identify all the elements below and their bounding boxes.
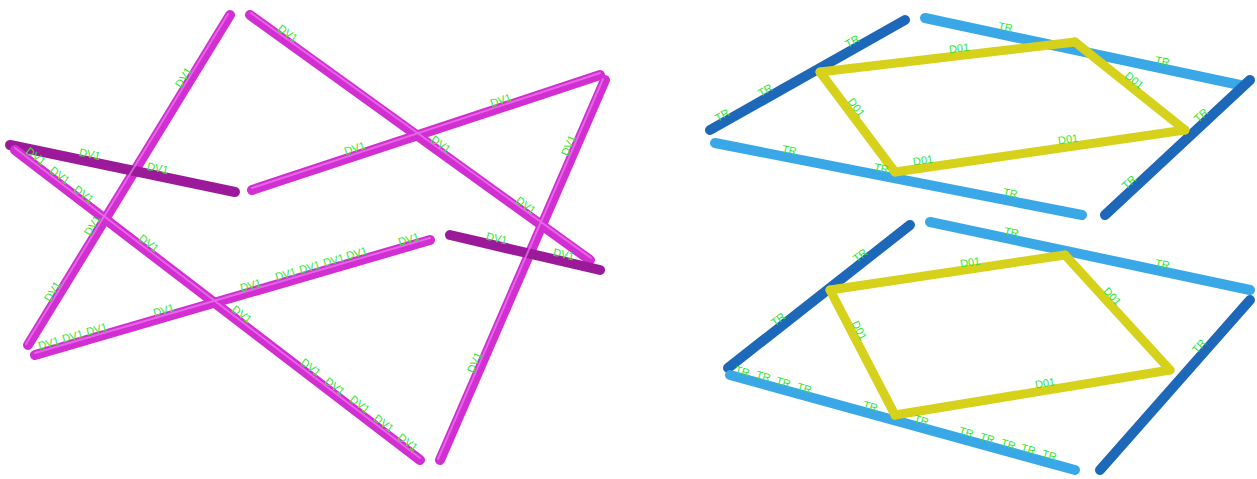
member-label: DV1 [396,431,420,453]
member-label: DV1 [552,247,575,263]
tube-member [10,15,605,460]
member-label: TR [958,426,975,441]
member-label: DV1 [345,246,369,263]
member-label: TR [775,375,792,390]
member-label: TR [1154,257,1171,271]
member-label: DV1 [485,231,508,247]
member-label: TR [979,431,996,446]
member-label: TR [756,82,774,99]
member-label: TR [873,162,890,176]
member-label: DV1 [466,350,485,374]
member-label: DV1 [488,92,512,109]
tube-member [710,18,1250,215]
member-label: DV1 [323,375,347,397]
member-label: TR [913,413,930,428]
member-label: DV1 [514,195,538,216]
member-label: TR [796,381,813,396]
member-label: DV1 [152,302,176,319]
member-label: TR [1120,174,1138,192]
member-label: TR [734,364,751,379]
member-label: TR [754,370,771,385]
member-label: TR [1041,448,1058,463]
member-label: DV1 [396,231,420,248]
member-label: DV1 [238,277,262,294]
member-label: TR [1193,106,1211,124]
member-label: DV1 [299,357,323,379]
member-label: TR [999,437,1016,452]
member-label: D01 [1057,133,1079,147]
member-label: TR [713,107,731,124]
member-label: DV1 [276,23,300,44]
member-label: DV1 [137,233,161,255]
member-label: DV1 [79,147,102,162]
tube-highlight [15,13,603,459]
member-label: D01 [949,42,970,55]
member-label: DV1 [429,133,453,154]
member-label: DV1 [274,266,298,283]
member-label: DV1 [82,214,103,238]
member-label: DV1 [342,140,366,157]
member-label: TR [1154,54,1171,68]
member-label: D01 [912,154,934,168]
member-label: TR [997,21,1014,35]
member-label: TR [861,399,878,414]
member-label: TR [781,144,798,158]
member-label: TR [1003,225,1020,239]
member-label: DV1 [348,394,372,416]
tube-member [728,222,1250,470]
member-label: D01 [845,96,866,119]
member-label: TR [1020,443,1037,458]
member-label: TR [851,246,869,264]
member-label: TR [1191,337,1209,355]
member-label: DV1 [321,253,345,270]
member-label: DV1 [24,146,48,168]
member-label: D01 [1034,376,1056,390]
member-label: D01 [1123,70,1146,91]
member-label: DV1 [72,183,96,205]
member-label: DV1 [146,161,169,176]
member-label: DV1 [48,165,72,187]
member-label: TR [769,311,787,329]
member-label: DV1 [37,335,61,352]
member-label: DV1 [230,304,254,326]
member-label: DV1 [173,65,194,89]
member-label: TR [844,33,862,50]
member-label: D01 [959,255,981,269]
member-label: TR [1002,187,1019,201]
member-label: DV1 [298,259,322,276]
member-label: DV1 [42,280,63,304]
member-label: DV1 [560,134,579,158]
member-label: DV1 [61,328,85,345]
member-label: DV1 [84,322,108,339]
member-label: DV1 [372,413,396,435]
member-label: D01 [1101,285,1123,307]
member-label: D01 [849,319,868,342]
